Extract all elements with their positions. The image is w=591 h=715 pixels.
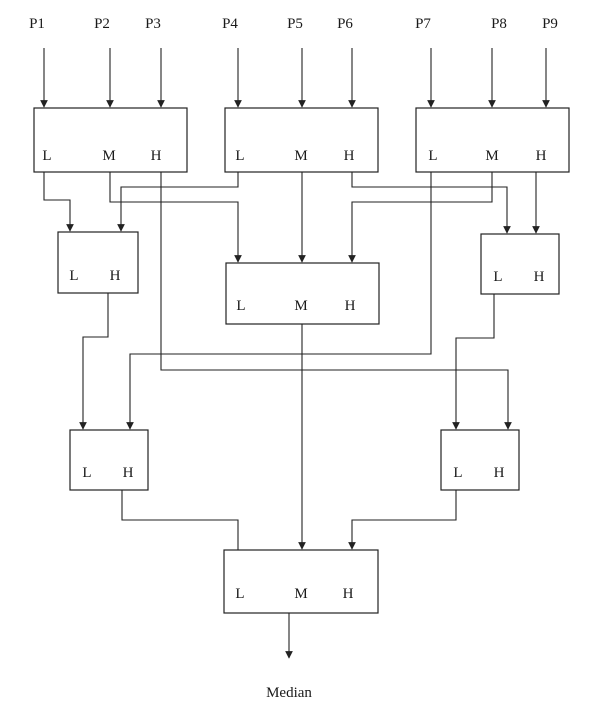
port-label-mid: M	[294, 586, 307, 602]
port-label-low: L	[82, 465, 91, 481]
wire-r1left-low-to-r2left	[43, 172, 74, 232]
input-label-p8: P8	[491, 16, 507, 32]
port-label-high: H	[151, 148, 162, 164]
input-label-p6: P6	[337, 16, 353, 32]
input-label-p4: P4	[222, 16, 238, 32]
wire-r3right-low-to-final	[348, 490, 457, 550]
port-label-high: H	[343, 586, 354, 602]
sort-box-final-frame	[223, 549, 379, 614]
input-label-p1: P1	[29, 16, 45, 32]
wire-r1center-low-to-r2left	[117, 172, 239, 232]
sort-box-row2-center: L M H	[225, 262, 380, 325]
port-label-mid: M	[102, 148, 115, 164]
port-label-low: L	[428, 148, 437, 164]
sort-box-row2-left: L H	[57, 231, 139, 294]
input-label-p5: P5	[287, 16, 303, 32]
port-label-low: L	[235, 148, 244, 164]
wire-r3left-high-to-final	[121, 490, 239, 550]
wire-r1right-low-to-r3left	[126, 172, 432, 430]
port-label-high: H	[344, 148, 355, 164]
port-label-high: H	[110, 268, 121, 284]
output-label-median: Median	[266, 685, 312, 701]
port-label-low: L	[235, 586, 244, 602]
sort-box-row3-left: L H	[69, 429, 149, 491]
input-labels: P1 P2 P3 P4 P5 P6 P7 P8 P9	[29, 16, 558, 32]
input-label-p7: P7	[415, 16, 431, 32]
wire-r1left-mid-to-r2center	[109, 172, 242, 263]
input-arrows	[40, 48, 550, 108]
port-label-mid: M	[294, 148, 307, 164]
port-label-low: L	[493, 269, 502, 285]
port-label-high: H	[494, 465, 505, 481]
sort-box-row1-left: L M H	[33, 107, 188, 173]
port-label-high: H	[536, 148, 547, 164]
wire-r2left-high-to-r3left	[79, 293, 109, 430]
sort-box-row2-left-frame	[57, 231, 139, 294]
sort-box-row3-left-frame	[69, 429, 149, 491]
port-label-mid: M	[485, 148, 498, 164]
port-label-mid: M	[294, 298, 307, 314]
port-label-high: H	[123, 465, 134, 481]
port-label-high: H	[345, 298, 356, 314]
wire-r1right-mid-to-r2center	[348, 172, 493, 263]
sort-box-row2-right: L H	[480, 233, 560, 295]
sort-box-row2-right-frame	[480, 233, 560, 295]
sort-box-row1-right: L M H	[415, 107, 570, 173]
input-label-p3: P3	[145, 16, 161, 32]
sort-box-row2-center-frame	[225, 262, 380, 325]
port-label-low: L	[236, 298, 245, 314]
sort-box-row1-center: L M H	[224, 107, 379, 173]
port-label-low: L	[453, 465, 462, 481]
port-label-high: H	[534, 269, 545, 285]
wire-r2right-low-to-r3right	[452, 294, 495, 430]
wire-r1center-high-to-r2right	[351, 172, 511, 234]
port-label-low: L	[69, 268, 78, 284]
input-label-p2: P2	[94, 16, 110, 32]
port-label-low: L	[42, 148, 51, 164]
sort-box-row1-left-frame	[33, 107, 188, 173]
wire-r1left-high-to-r3right	[160, 172, 512, 430]
connection-wires	[43, 172, 540, 659]
sort-box-row3-right-frame	[440, 429, 520, 491]
sort-box-final: L M H	[223, 549, 379, 614]
sort-box-row3-right: L H	[440, 429, 520, 491]
input-label-p9: P9	[542, 16, 558, 32]
